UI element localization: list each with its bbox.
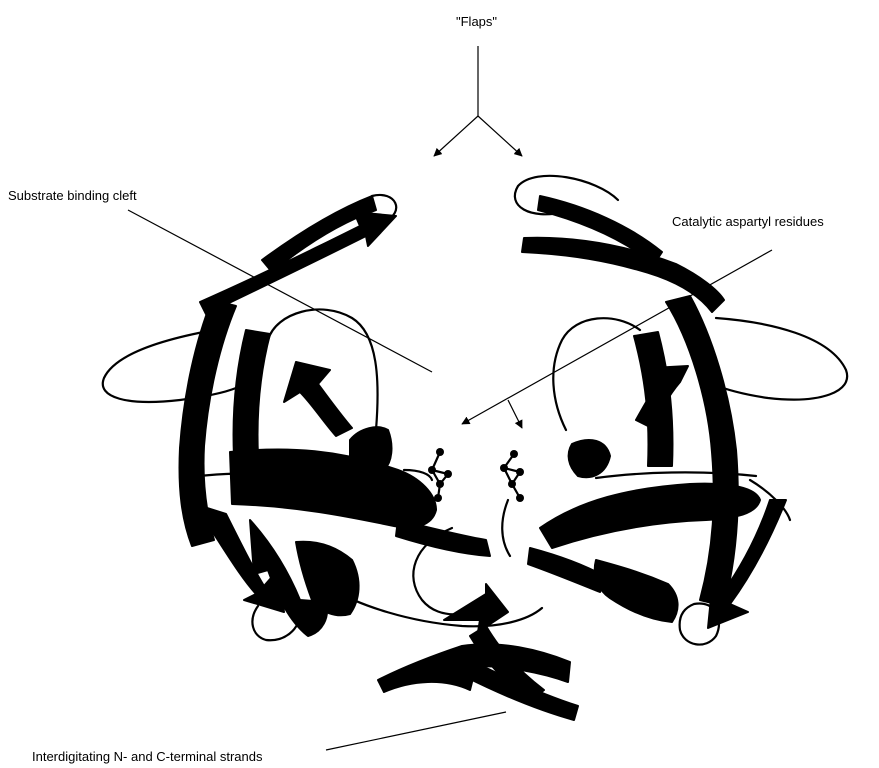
left-monomer	[103, 195, 542, 640]
left-residue-atom-1	[436, 448, 444, 456]
right-residue-bonds	[504, 454, 520, 498]
right-aspartyl-residue	[500, 450, 524, 502]
label-substrate-binding-cleft: Substrate binding cleft	[8, 188, 137, 203]
right-residue-atom-2	[500, 464, 508, 472]
left-catalytic-helix	[350, 427, 391, 470]
flaps-right-arrow	[478, 116, 522, 156]
right-inner-loop	[553, 318, 640, 430]
left-residue-atom-3	[444, 470, 452, 478]
right-monomer	[515, 176, 847, 645]
terminal-strands-leader-line	[326, 712, 506, 750]
catalytic-residue-arrow-right	[508, 400, 522, 428]
right-catalytic-helix	[569, 440, 610, 477]
right-outer-loop	[712, 318, 847, 400]
right-residue-atom-3	[516, 468, 524, 476]
left-residue-atom-4	[436, 480, 444, 488]
right-residue-atom-1	[510, 450, 518, 458]
right-lower-strand	[595, 560, 678, 622]
label-flaps: "Flaps"	[456, 14, 497, 29]
left-inner-arrow	[284, 362, 352, 436]
right-vertical-strand-1	[666, 296, 738, 606]
right-lower-strand-2	[528, 548, 604, 592]
left-flap-strand	[200, 212, 396, 314]
left-bottom-coil	[330, 588, 542, 626]
central-loop-right	[502, 500, 510, 556]
left-residue-atom-2	[428, 466, 436, 474]
label-terminal-strands: Interdigitating N- and C-terminal strand…	[32, 749, 263, 764]
left-residue-atom-5	[434, 494, 442, 502]
right-residue-atom-5	[516, 494, 524, 502]
flaps-left-arrow	[434, 116, 478, 156]
left-vertical-strand-2	[234, 330, 271, 456]
left-lower-strand-2	[396, 520, 490, 556]
label-catalytic-aspartyl-residues: Catalytic aspartyl residues	[672, 214, 824, 229]
flaps-pointer	[434, 46, 522, 156]
substrate-cleft-leader-line	[128, 210, 432, 372]
right-residue-atom-4	[508, 480, 516, 488]
left-horizontal-band	[230, 449, 436, 527]
